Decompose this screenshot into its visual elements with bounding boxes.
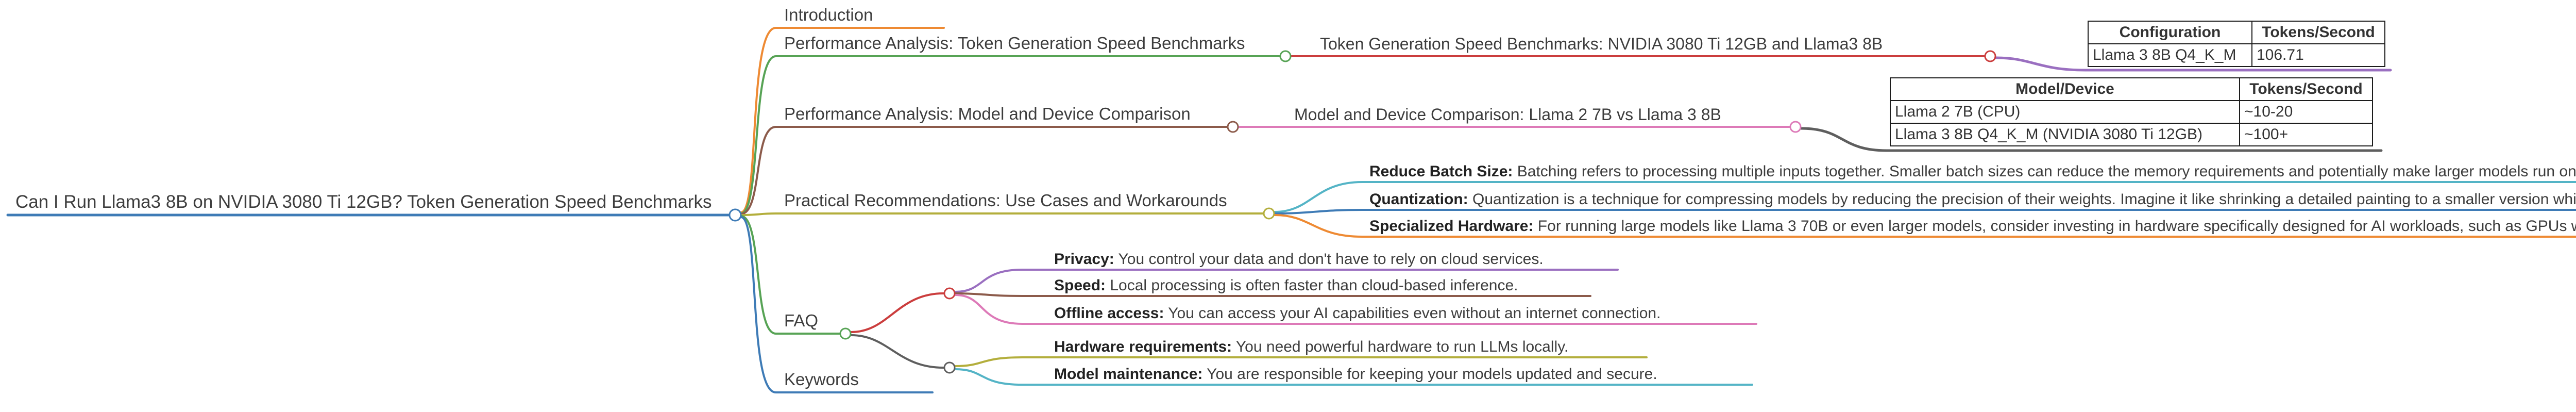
table-cell: Llama 3 8B Q4_K_M (NVIDIA 3080 Ti 12GB) <box>1890 123 2240 146</box>
table-cell: ~100+ <box>2239 123 2373 146</box>
branch-perf-model-label: Performance Analysis: Model and Device C… <box>784 104 1191 123</box>
faq-item-hardware-requirements: Hardware requirements: You need powerful… <box>1054 338 1568 356</box>
faq-node-circle[interactable] <box>839 327 852 340</box>
table-header-cell: Configuration <box>2088 21 2252 44</box>
item-prefix: Speed: <box>1054 277 1106 294</box>
faq-group2-node-circle[interactable] <box>943 361 956 374</box>
edge-faq-group1 <box>850 292 944 333</box>
edge-keywords <box>740 216 934 393</box>
table-header-cell: Model/Device <box>1890 77 2240 101</box>
table-cell: ~10-20 <box>2239 100 2373 124</box>
edge-introduction <box>740 27 945 213</box>
faq-item-model-maintenance: Model maintenance: You are responsible f… <box>1054 366 1657 384</box>
item-prefix: Model maintenance: <box>1054 366 1203 383</box>
perf-token-node-circle[interactable] <box>1279 50 1292 62</box>
table-row: Llama 2 7B (CPU) ~10-20 <box>1890 100 2373 124</box>
item-prefix: Quantization: <box>1369 191 1468 208</box>
item-text: You control your data and don't have to … <box>1114 251 1544 268</box>
edge-reduce-batch-size <box>1274 181 2576 213</box>
edge-faq <box>740 215 840 335</box>
root-node-circle[interactable] <box>728 208 742 222</box>
edge-quantization <box>1274 209 2576 215</box>
table-header-row: Model/Device Tokens/Second <box>1890 77 2373 101</box>
perf-model-node-circle[interactable] <box>1227 121 1239 133</box>
comparison-table-model-device: Model/Device Tokens/Second Llama 2 7B (C… <box>1890 77 2373 146</box>
faq-group1-node-circle[interactable] <box>943 287 956 300</box>
item-text: Local processing is often faster than cl… <box>1106 277 1518 294</box>
token-benchmarks-child-label: Token Generation Speed Benchmarks: NVIDI… <box>1320 35 1883 53</box>
item-prefix: Specialized Hardware: <box>1369 218 1534 235</box>
edge-privacy <box>954 269 1619 293</box>
edge-table2 <box>1800 127 2383 152</box>
edge-model-maintenance <box>954 368 1753 386</box>
root-label: Can I Run Llama3 8B on NVIDIA 3080 Ti 12… <box>15 192 712 212</box>
edge-practical <box>740 212 1264 216</box>
model-device-child-label: Model and Device Comparison: Llama 2 7B … <box>1294 105 1721 124</box>
item-prefix: Offline access: <box>1054 305 1164 322</box>
edge-specialized-hardware <box>1274 214 2576 238</box>
branch-faq-label: FAQ <box>784 311 819 330</box>
edge-hardware-requirements <box>954 356 1648 367</box>
table-header-cell: Tokens/Second <box>2251 21 2385 44</box>
faq-item-offline-access: Offline access: You can access your AI c… <box>1054 305 1660 323</box>
practical-item-quantization: Quantization: Quantization is a techniqu… <box>1369 191 2576 209</box>
practical-item-reduce-batch-size: Reduce Batch Size: Batching refers to pr… <box>1369 163 2576 181</box>
table-header-cell: Tokens/Second <box>2239 77 2373 101</box>
token-benchmarks-node-circle[interactable] <box>1984 50 1996 62</box>
table-cell: 106.71 <box>2251 43 2385 67</box>
edge-offline-access <box>954 294 1757 325</box>
edge-perf-model <box>740 126 1228 215</box>
faq-item-speed: Speed: Local processing is often faster … <box>1054 277 1518 295</box>
item-prefix: Hardware requirements: <box>1054 338 1232 355</box>
item-prefix: Reduce Batch Size: <box>1369 163 1513 180</box>
faq-item-privacy: Privacy: You control your data and don't… <box>1054 251 1544 269</box>
branch-perf-token-label: Performance Analysis: Token Generation S… <box>784 34 1245 53</box>
edge-perf-token <box>740 55 1280 215</box>
item-prefix: Privacy: <box>1054 251 1114 268</box>
table-header-row: Configuration Tokens/Second <box>2088 21 2385 44</box>
item-text: You need powerful hardware to run LLMs l… <box>1232 338 1569 355</box>
edge-table1 <box>1994 56 2392 72</box>
item-text: For running large models like Llama 3 70… <box>1537 218 2576 235</box>
model-device-node-circle[interactable] <box>1789 121 1802 133</box>
branch-keywords-label: Keywords <box>784 370 859 389</box>
branch-introduction-label: Introduction <box>784 5 873 24</box>
practical-node-circle[interactable] <box>1263 207 1275 220</box>
table-cell: Llama 3 8B Q4_K_M <box>2088 43 2252 67</box>
table-cell: Llama 2 7B (CPU) <box>1890 100 2240 124</box>
edge-faq-group2 <box>850 334 944 369</box>
item-text: Quantization is a technique for compress… <box>1472 191 2576 208</box>
table-row: Llama 3 8B Q4_K_M (NVIDIA 3080 Ti 12GB) … <box>1890 123 2373 146</box>
item-text: You can access your AI capabilities even… <box>1164 305 1661 322</box>
item-text: Batching refers to processing multiple i… <box>1513 163 2576 180</box>
item-text: You are responsible for keeping your mod… <box>1202 366 1657 383</box>
table-row: Llama 3 8B Q4_K_M 106.71 <box>2088 43 2385 67</box>
branch-practical-label: Practical Recommendations: Use Cases and… <box>784 191 1227 210</box>
benchmark-table-configuration: Configuration Tokens/Second Llama 3 8B Q… <box>2088 21 2385 67</box>
edge-speed <box>954 292 1591 297</box>
practical-item-specialized-hardware: Specialized Hardware: For running large … <box>1369 218 2576 236</box>
